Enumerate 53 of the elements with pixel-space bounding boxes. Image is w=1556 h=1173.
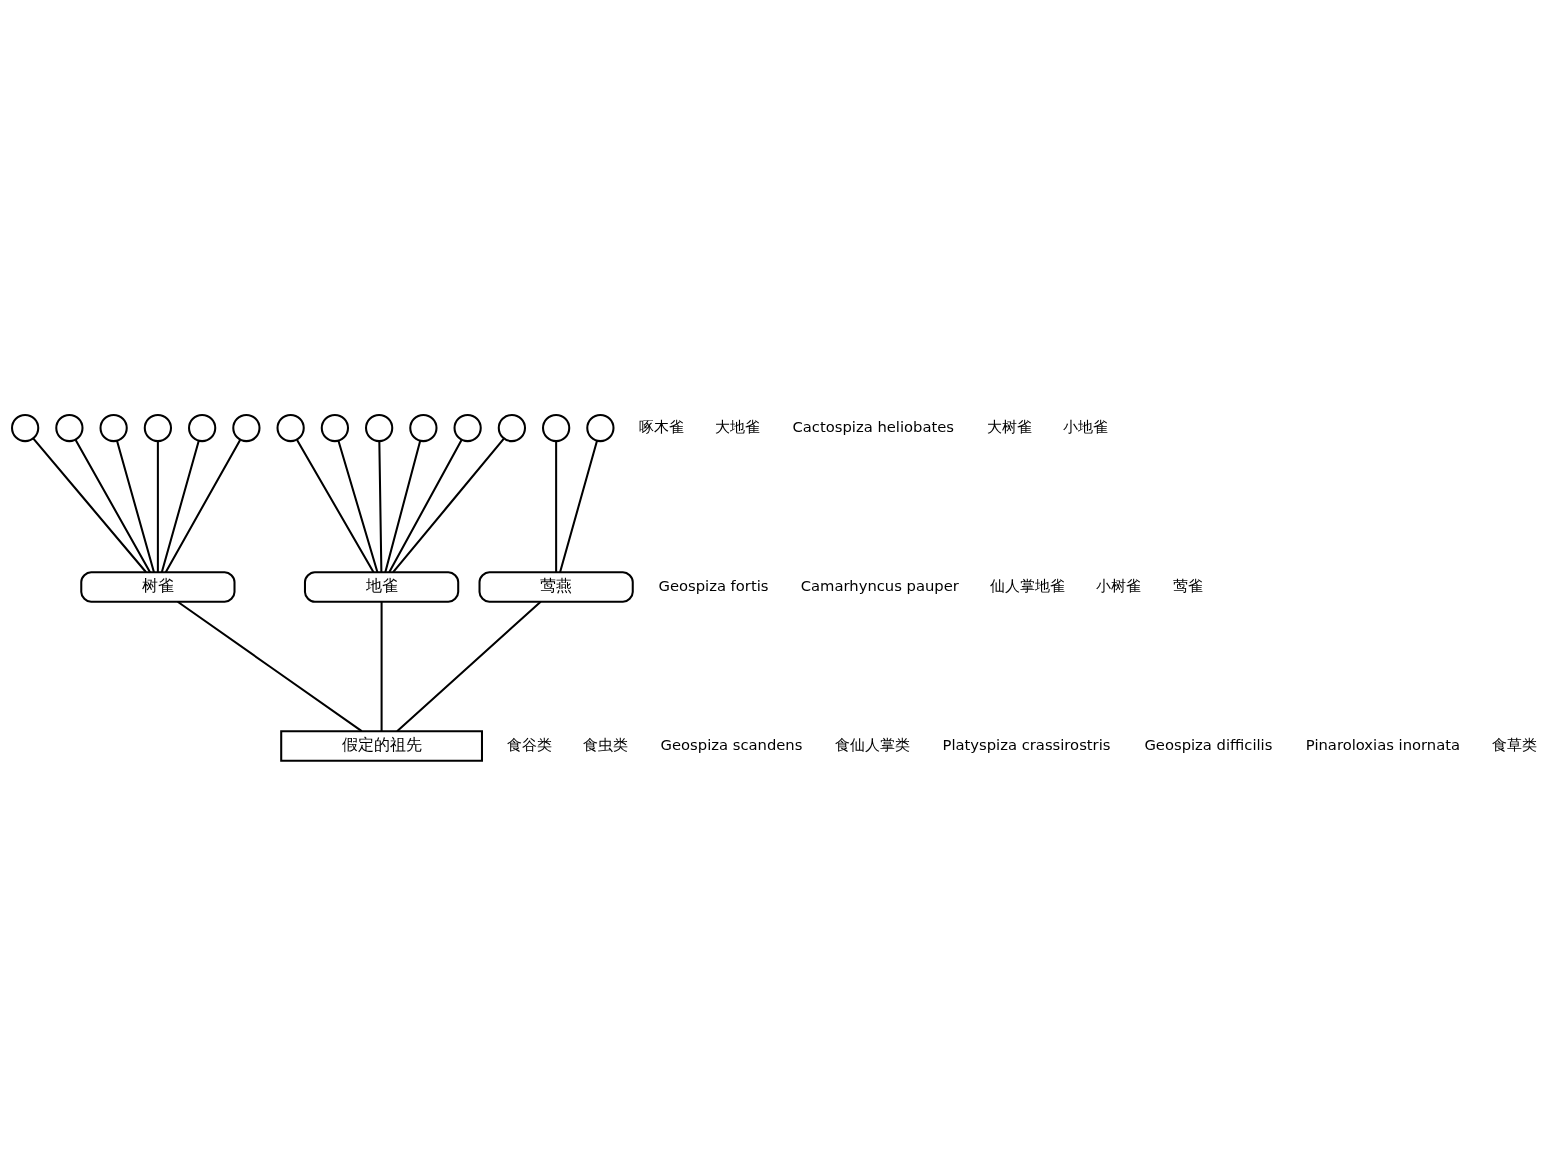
node-circle [143, 413, 173, 442]
label: Camarhyncus pauper [800, 576, 959, 594]
label: 食谷类 [506, 735, 552, 753]
node-circle [99, 413, 128, 442]
connector [392, 437, 505, 573]
label: Geospiza fortis [658, 576, 769, 594]
connector [116, 440, 155, 572]
label: 啄木雀 [638, 417, 684, 435]
connector [388, 439, 463, 573]
connector [378, 440, 383, 572]
label: Cactospiza heliobates [792, 417, 954, 435]
connector [384, 440, 422, 572]
connector [32, 437, 147, 573]
node-box: 莺燕 [478, 570, 634, 603]
label: 食草类 [1492, 735, 1538, 753]
label: Geospiza scandens [660, 735, 803, 753]
node-circle [497, 413, 527, 442]
connector [177, 600, 363, 732]
label: 食仙人掌类 [834, 735, 910, 753]
node-circle [320, 413, 350, 442]
connector [396, 600, 542, 732]
label: 食虫类 [582, 735, 628, 753]
node-circle [365, 413, 394, 442]
node-box: 地雀 [303, 570, 460, 603]
connector [164, 438, 241, 573]
connector [380, 601, 383, 731]
node-circle [453, 413, 482, 442]
label: 小树雀 [1095, 576, 1141, 594]
connector [156, 440, 159, 572]
connector [559, 440, 598, 572]
connector [160, 440, 200, 572]
node-circle [542, 413, 571, 442]
connector [74, 438, 151, 573]
node-circle [55, 413, 84, 442]
label: 大树雀 [986, 417, 1032, 435]
label: 仙人掌地雀 [989, 576, 1065, 594]
label: Platyspiza crassirostris [942, 735, 1111, 753]
node-circle [409, 413, 438, 442]
label: 小地雀 [1063, 417, 1108, 435]
node-circle [11, 413, 40, 442]
connector [337, 440, 379, 572]
connector [296, 438, 375, 573]
connector [555, 440, 558, 572]
node-circle [586, 413, 615, 442]
label: Geospiza difficilis [1144, 735, 1273, 753]
node-circle [232, 413, 261, 442]
node-box: 假定的祖先 [280, 729, 483, 762]
node-circle [188, 413, 217, 442]
label: 大地雀 [714, 417, 760, 435]
label: 莺雀 [1172, 576, 1203, 594]
node-box: 树雀 [80, 570, 236, 603]
node-circle [276, 413, 305, 442]
label: Pinaroloxias inornata [1305, 735, 1461, 753]
